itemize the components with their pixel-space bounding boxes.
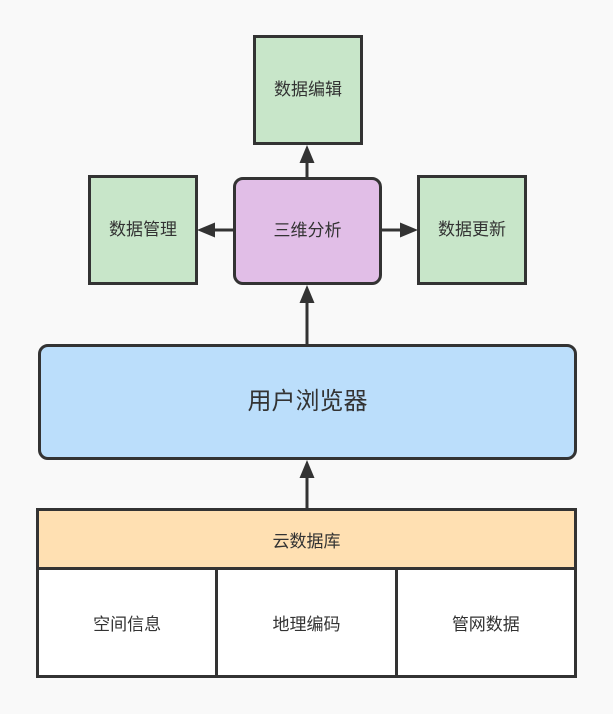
arrow-clouddb-to-browser <box>299 460 315 508</box>
cell-pipe-data-label: 管网数据 <box>451 615 520 634</box>
node-analysis-3d-label: 三维分析 <box>273 220 342 240</box>
arrow-analysis-to-data-edit <box>299 145 315 177</box>
node-data-update-label: 数据更新 <box>438 219 506 239</box>
table-header-cloud-db: 云数据库 <box>39 511 574 570</box>
node-data-manage: 数据管理 <box>88 175 198 285</box>
table-row: 空间信息 地理编码 管网数据 <box>39 570 574 675</box>
cell-pipe-data: 管网数据 <box>394 570 574 675</box>
node-analysis-3d: 三维分析 <box>233 177 382 285</box>
node-data-update: 数据更新 <box>417 175 527 285</box>
table-cloud-database: 云数据库 空间信息 地理编码 管网数据 <box>36 508 577 678</box>
cell-geocoding-label: 地理编码 <box>272 615 341 634</box>
node-data-edit-label: 数据编辑 <box>274 79 342 99</box>
cell-geocoding: 地理编码 <box>215 570 395 675</box>
arrow-analysis-to-data-manage <box>197 222 233 238</box>
cell-spatial-info: 空间信息 <box>39 570 216 675</box>
node-browser: 用户浏览器 <box>38 344 577 460</box>
cell-spatial-info-label: 空间信息 <box>93 615 162 634</box>
table-header-label: 云数据库 <box>272 531 341 551</box>
arrow-browser-to-analysis <box>299 285 315 344</box>
arrow-analysis-to-data-update <box>382 222 418 238</box>
node-browser-label: 用户浏览器 <box>247 388 368 416</box>
node-data-manage-label: 数据管理 <box>109 219 177 239</box>
node-data-edit: 数据编辑 <box>253 35 363 145</box>
